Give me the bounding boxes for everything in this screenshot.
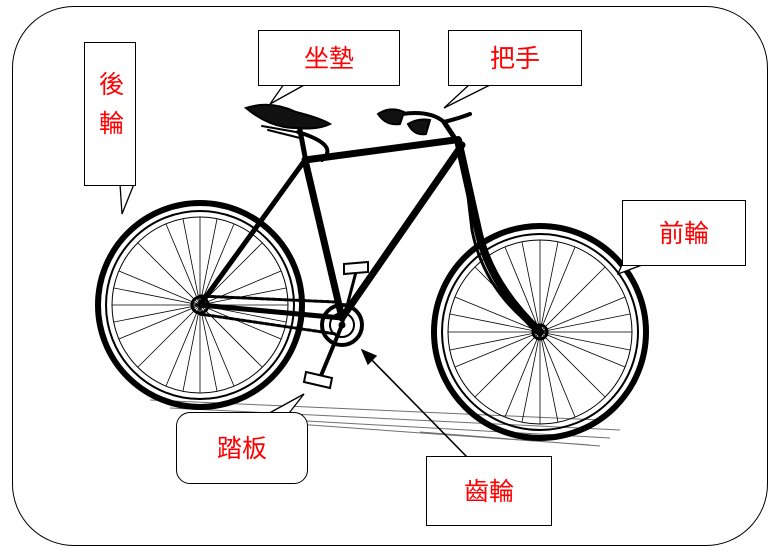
handlebar-label-text: 把手 [489,43,540,73]
seat-label-text: 坐墊 [303,43,354,73]
crank-gear [318,271,364,379]
rounded-frame [12,6,768,546]
rear-wheel-label-text: 後輪 [95,71,125,149]
rear-wheel-label: 後輪 [84,42,136,186]
pedal-label: 踏板 [176,412,308,484]
front-wheel [431,223,649,441]
pedal-label-text: 踏板 [216,433,267,463]
handlebar-label: 把手 [448,30,582,86]
bike-frame [197,103,544,336]
ground-shadow [149,399,621,447]
front-wheel-label: 前輪 [622,200,746,266]
front-wheel-label-text: 前輪 [658,218,709,248]
pedal-shapes [302,260,369,390]
gear-label-text: 齒輪 [463,476,514,506]
seat-label: 坐墊 [258,30,400,86]
gear-label: 齒輪 [426,456,552,526]
